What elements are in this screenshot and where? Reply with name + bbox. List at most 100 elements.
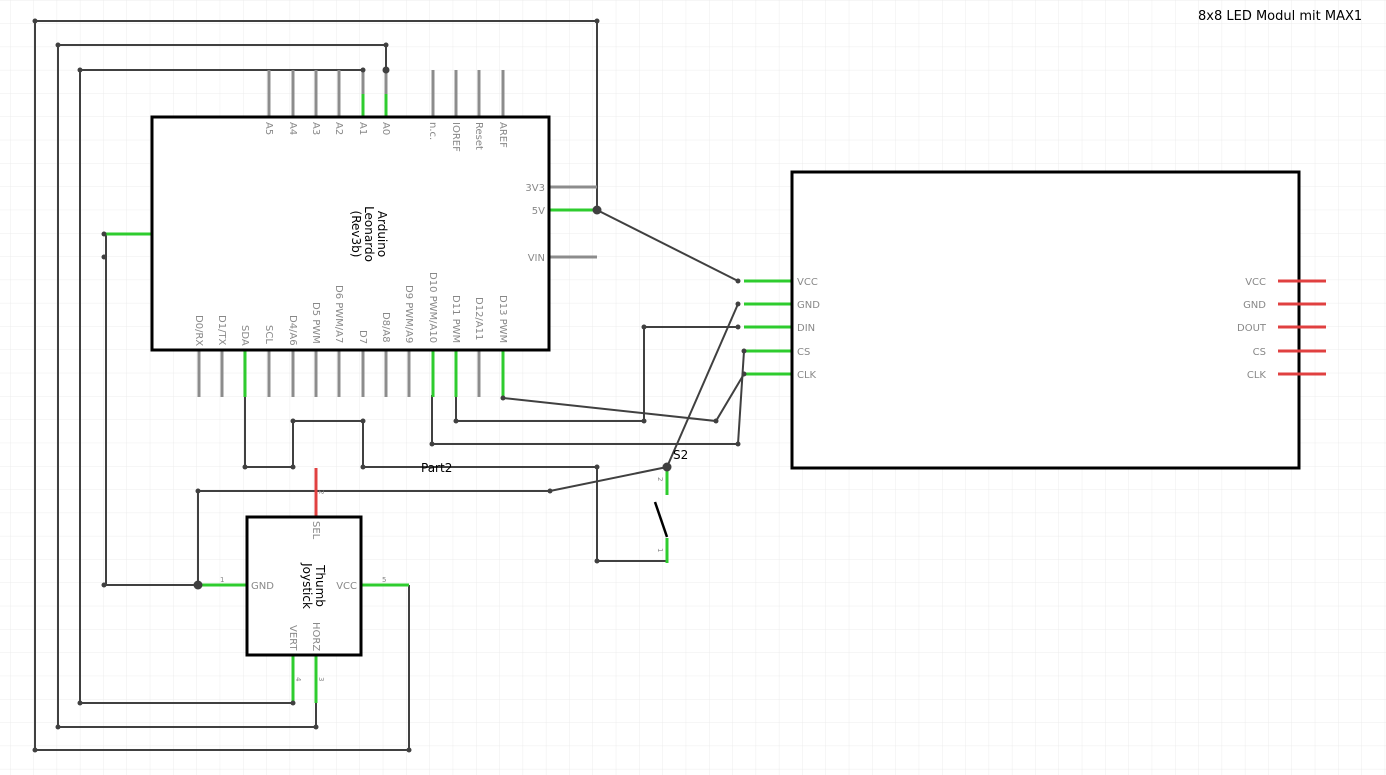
- joystick-pin-num-horz: 3: [317, 677, 325, 681]
- wire-end: [290, 700, 296, 706]
- wire-end: [360, 464, 366, 470]
- led-pin-cs-in: CS: [797, 347, 810, 358]
- arduino-top-leads: [267, 70, 505, 117]
- pin-label-d1: D1/TX: [216, 315, 227, 346]
- wire-end: [77, 67, 83, 73]
- pin-label-scl: SCL: [263, 325, 274, 344]
- wire-end: [406, 747, 412, 753]
- joystick-name: Thumb Joystick: [300, 562, 327, 609]
- arduino-bottom-leads: [197, 350, 505, 397]
- led-pin-dout: DOUT: [1237, 323, 1267, 334]
- arduino-name: Arduino Leonardo (Rev3b): [349, 206, 389, 262]
- led-pin-clk-out: CLK: [1247, 370, 1267, 381]
- switch-pin-num-bottom: 1: [656, 548, 664, 552]
- wire-a0-loop[interactable]: [57, 44, 387, 728]
- joystick-name-line-1: Thumb: [313, 564, 327, 607]
- wire-end: [594, 18, 600, 24]
- pin-label-sda: SDA: [239, 325, 250, 346]
- joystick-pin-num-vcc: 5: [382, 576, 386, 584]
- pin-label-a0: A0: [380, 122, 391, 135]
- pin-label-ioref: IOREF: [450, 122, 461, 152]
- led-pin-clk-in: CLK: [797, 370, 817, 381]
- led-pin-gnd-in: GND: [797, 300, 820, 311]
- switch-s2[interactable]: 2 1: [653, 467, 669, 563]
- pin-label-d9: D9 PWM/A9: [403, 285, 414, 343]
- pin-label-a1: A1: [357, 122, 368, 135]
- pin-label-a5: A5: [263, 122, 274, 135]
- wire-end: [594, 558, 600, 564]
- wire-end: [55, 724, 61, 730]
- joystick-name-line-2: Joystick: [300, 562, 314, 609]
- switch-lever: [653, 501, 669, 538]
- wire-end: [735, 278, 741, 284]
- led-module[interactable]: VCC GND DIN CS CLK VCC GND DOUT CS CLK: [744, 170, 1326, 470]
- arduino-board[interactable]: A5 A4 A3 A2 A1 A0 n.c. IOREF Reset AREF …: [104, 70, 597, 397]
- wire-end: [641, 418, 647, 424]
- wire-end: [429, 441, 435, 447]
- pin-label-5v: 5V: [532, 206, 545, 217]
- pin-label-d6: D6 PWM/A7: [333, 285, 344, 343]
- wire-led-gnd[interactable]: [666, 303, 739, 468]
- label-s2: S2: [673, 448, 688, 462]
- joystick-pin-gnd: GND: [251, 581, 274, 592]
- wire-end: [547, 488, 553, 494]
- wire-end: [594, 464, 600, 470]
- thumb-joystick[interactable]: SEL GND VCC VERT HORZ 2 1 5 4 3 Thumb Jo…: [199, 468, 409, 703]
- wire-gnd-switch[interactable]: [197, 466, 668, 585]
- wire-end: [77, 700, 83, 706]
- wire-5v-loop[interactable]: [34, 20, 598, 751]
- wire-end: [641, 324, 647, 330]
- joystick-pin-horz: HORZ: [310, 622, 321, 651]
- wire-end: [453, 418, 459, 424]
- arduino-name-line-3: (Rev3b): [349, 211, 363, 258]
- pin-label-d8: D8/A8: [380, 312, 391, 343]
- wire-end: [741, 371, 747, 377]
- led-module-body: [790, 170, 1301, 470]
- led-pin-vcc-out: VCC: [1245, 277, 1266, 288]
- arduino-top-pin-labels: A5 A4 A3 A2 A1 A0 n.c. IOREF Reset AREF: [263, 122, 508, 152]
- pin-label-d7: D7: [357, 330, 368, 344]
- pin-label-vin: VIN: [528, 253, 545, 264]
- pin-label-a2: A2: [333, 122, 344, 135]
- wire-cs[interactable]: [431, 350, 745, 445]
- joystick-pin-sel: SEL: [310, 521, 321, 540]
- junctions: [32, 18, 747, 753]
- pin-label-aref: AREF: [497, 122, 508, 148]
- wire-end: [32, 18, 38, 24]
- arduino-name-line-1: Arduino: [375, 211, 389, 257]
- label-part2: Part2: [421, 461, 452, 475]
- junction-gnd-joystick: [193, 580, 203, 590]
- wire-end: [735, 324, 741, 330]
- wire-5v-led-vcc[interactable]: [596, 209, 739, 282]
- wire-end: [383, 42, 389, 48]
- pin-label-reset: Reset: [473, 122, 484, 150]
- pin-label-d0: D0/RX: [193, 315, 204, 346]
- led-pin-cs-out: CS: [1253, 347, 1266, 358]
- pin-label-d13: D13 PWM: [497, 295, 508, 343]
- junction-a0: [382, 66, 390, 74]
- pin-label-3v3: 3V3: [525, 183, 545, 194]
- pin-label-d12: D12/A11: [473, 297, 484, 340]
- junction-5v: [592, 205, 602, 215]
- wire-end: [741, 348, 747, 354]
- wire-end: [55, 42, 61, 48]
- wire-end: [735, 441, 741, 447]
- arduino-body: [150, 115, 551, 352]
- led-pin-gnd-out: GND: [1243, 300, 1266, 311]
- pin-label-nc: n.c.: [427, 122, 438, 140]
- wire-end: [313, 724, 319, 730]
- switch-pin-num-top: 2: [656, 477, 664, 481]
- wire-end: [101, 582, 107, 588]
- pin-label-d5: D5 PWM: [310, 302, 321, 344]
- wire-end: [290, 418, 296, 424]
- led-pin-din: DIN: [797, 323, 815, 334]
- joystick-pin-vcc: VCC: [336, 581, 357, 592]
- wire-end: [735, 301, 741, 307]
- pin-label-a3: A3: [310, 122, 321, 135]
- joystick-body: [245, 515, 363, 657]
- wire-end: [32, 747, 38, 753]
- wire-end: [101, 254, 107, 260]
- diagram-title: 8x8 LED Modul mit MAX1: [1198, 9, 1362, 24]
- joystick-pin-vert: VERT: [287, 625, 298, 651]
- pin-label-d4: D4/A6: [287, 315, 298, 346]
